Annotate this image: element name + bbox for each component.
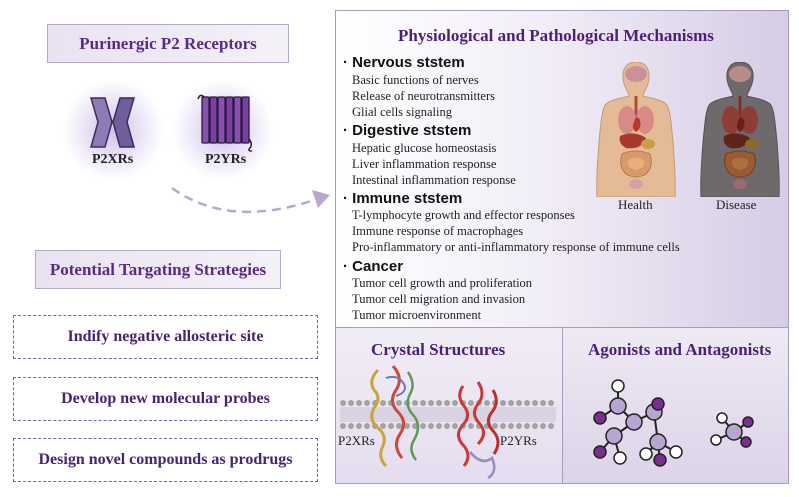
strategy-box-2: Develop new molecular probes xyxy=(13,377,318,421)
mechanism-item: Tumor microenvironment xyxy=(352,308,482,322)
system-cancer: · Cancer xyxy=(343,258,404,275)
system-digestive: · Digestive ststem xyxy=(343,122,472,139)
mechanisms-title: Physiological and Pathological Mechanism… xyxy=(398,26,714,45)
molecule-icon xyxy=(593,379,754,467)
p2x-label: P2XRs xyxy=(92,152,134,167)
mechanism-item: Hepatic glucose homeostasis xyxy=(352,141,497,155)
crystal-title: Crystal Structures xyxy=(371,340,506,359)
crystal-panel xyxy=(335,327,563,484)
strategies-title: Potential Targating Strategies xyxy=(49,259,267,279)
crystal-p2x-label: P2XRs xyxy=(338,433,375,448)
crystal-p2y-label: P2YRs xyxy=(500,433,537,448)
system-immune: · Immune ststem xyxy=(343,190,463,207)
mechanism-item: Tumor cell growth and proliferation xyxy=(352,276,533,290)
mechanism-item: Release of neurotransmitters xyxy=(352,89,496,103)
strategy-1: Indify negative allosteric site xyxy=(67,328,264,345)
health-body-icon xyxy=(596,62,676,197)
strategy-box-1: Indify negative allosteric site xyxy=(13,315,318,359)
strategy-box-3: Design novel compounds as prodrugs xyxy=(13,438,318,482)
receptors-title: Purinergic P2 Receptors xyxy=(79,33,257,53)
disease-label: Disease xyxy=(716,197,757,212)
mechanism-item: Pro-inflammatory or anti-inflammatory re… xyxy=(352,240,680,254)
mechanism-item: Liver inflammation response xyxy=(352,157,497,171)
strategy-3: Design novel compounds as prodrugs xyxy=(38,451,293,468)
strategies-title-box: Potential Targating Strategies xyxy=(35,250,281,289)
mechanism-item: Immune response of macrophages xyxy=(352,224,524,238)
p2y-receptor-icon xyxy=(197,94,253,152)
receptors-title-box: Purinergic P2 Receptors xyxy=(47,24,289,63)
p2x-receptor-icon xyxy=(90,97,135,148)
agonists-title: Agonists and Antagonists xyxy=(588,340,772,359)
health-label: Health xyxy=(618,197,653,212)
strategy-2: Develop new molecular probes xyxy=(61,390,270,407)
mechanism-item: Tumor cell migration and invasion xyxy=(352,292,526,306)
dashed-arrow xyxy=(171,186,330,214)
mechanism-item: Basic functions of nerves xyxy=(352,73,479,87)
p2x-glow xyxy=(63,80,163,180)
mechanism-item: T-lymphocyte growth and effector respons… xyxy=(352,208,575,222)
mechanism-item: Glial cells signaling xyxy=(352,105,452,119)
p2y-label: P2YRs xyxy=(205,152,247,167)
disease-body-icon xyxy=(700,62,780,197)
system-nervous: · Nervous ststem xyxy=(343,54,465,71)
membrane-structure-icon xyxy=(340,364,556,480)
mechanism-item: Intestinal inflammation response xyxy=(352,173,516,187)
